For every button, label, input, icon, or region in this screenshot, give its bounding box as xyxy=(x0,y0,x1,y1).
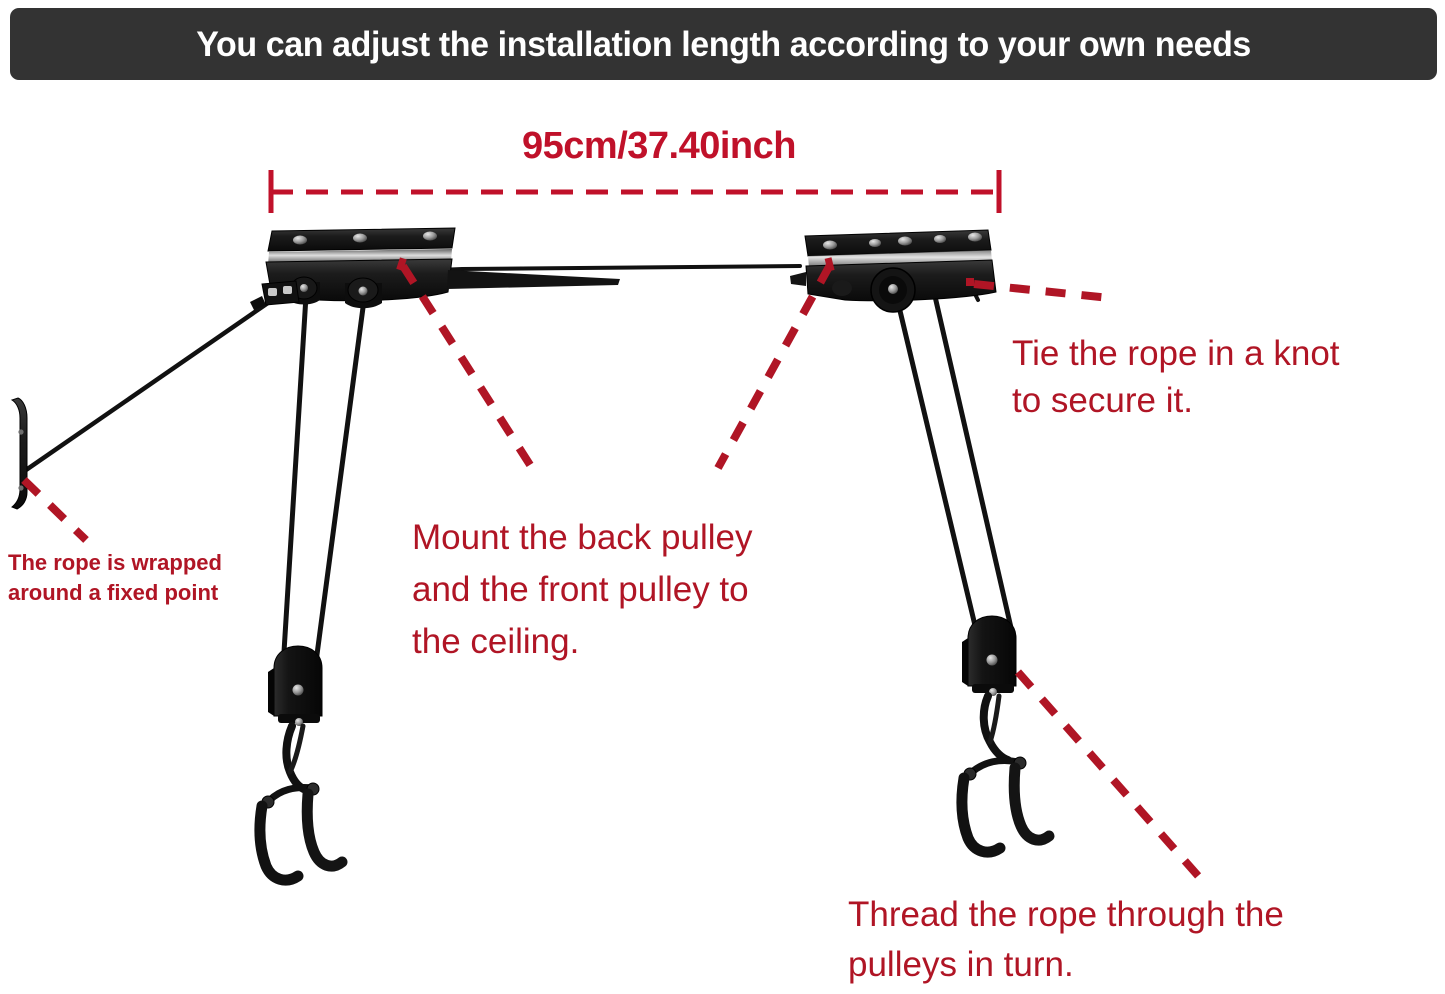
annotation-fixed-point: The rope is wrapped around a fixed point xyxy=(8,550,222,605)
header-banner: You can adjust the installation length a… xyxy=(10,8,1437,80)
annotation-mount-pulleys: Mount the back pulley and the front pull… xyxy=(412,518,753,661)
dimension-label: 95cm/37.40inch xyxy=(522,125,796,167)
rope-right-drop-outer xyxy=(893,291,981,641)
right-hook-assembly xyxy=(956,615,1055,858)
left-hook-assembly xyxy=(254,645,348,886)
rope-left-drop-outer xyxy=(280,293,309,671)
rope-right-drop-inner xyxy=(931,289,1015,635)
rope-left-drop-inner xyxy=(313,297,367,665)
leader-fixed-point xyxy=(21,477,89,543)
page-title: You can adjust the installation length a… xyxy=(196,24,1251,64)
leader-mount-back xyxy=(399,263,536,471)
annotation-tie-knot: Tie the rope in a knot to secure it. xyxy=(1012,334,1340,420)
rope-wall-to-back-bracket xyxy=(23,293,281,473)
rope-cleat-clamp xyxy=(250,280,300,310)
leader-thread xyxy=(1015,669,1203,881)
leader-lines xyxy=(21,263,1203,881)
annotation-thread-rope: Thread the rope through the pulleys in t… xyxy=(848,895,1284,984)
front-pulley-bracket xyxy=(790,229,997,313)
wall-anchor-cleat xyxy=(10,397,28,510)
leader-knot xyxy=(973,280,1111,302)
dimension-line-group xyxy=(268,170,1002,213)
leader-mount-front xyxy=(714,263,834,470)
